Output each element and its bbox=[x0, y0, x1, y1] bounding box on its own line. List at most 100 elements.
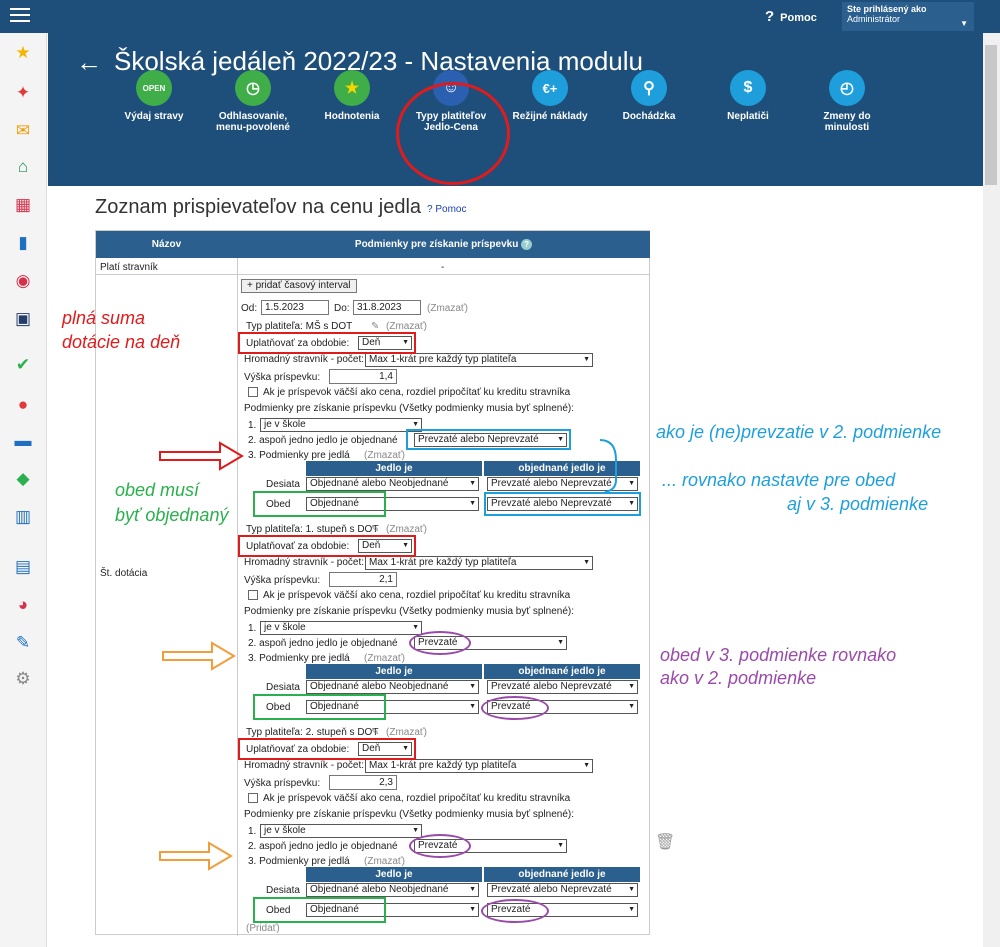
open-book-icon[interactable]: ▤ bbox=[14, 557, 32, 576]
condition-2-select[interactable]: Prevzaté alebo Neprevzaté bbox=[414, 433, 567, 447]
credit-checkbox[interactable] bbox=[248, 387, 258, 397]
help-link[interactable]: ?Pomoc bbox=[765, 8, 817, 25]
payer-type-label: Typ platiteľa: 2. stupeň s DOT bbox=[246, 727, 379, 738]
amount-input[interactable]: 1,4 bbox=[329, 369, 397, 384]
highlight-box bbox=[238, 332, 416, 354]
row-name: Št. dotácia bbox=[100, 568, 148, 579]
edit-icon[interactable]: ✎ bbox=[371, 727, 380, 738]
schedule-icon[interactable]: ▣ bbox=[14, 309, 32, 328]
module-rezijne-naklady[interactable]: €+Režijné náklady bbox=[495, 70, 605, 122]
lunch-select[interactable]: Objednané bbox=[306, 903, 479, 917]
col-name-header: Názov bbox=[96, 231, 237, 258]
edit-icon[interactable]: ✎ bbox=[371, 524, 380, 535]
edit-icon[interactable]: ✎ bbox=[371, 321, 380, 332]
info-icon[interactable]: ? bbox=[521, 239, 533, 250]
hamburger-menu-icon[interactable] bbox=[10, 8, 30, 24]
list-title: Zoznam prispievateľov na cenu jedla bbox=[95, 196, 422, 218]
period-select[interactable]: Deň bbox=[358, 539, 412, 553]
gear-icon[interactable]: ⚙ bbox=[15, 669, 31, 688]
lunch-select[interactable]: Objednané bbox=[306, 497, 479, 511]
calendar-icon[interactable]: ▦ bbox=[14, 195, 32, 214]
bulk-diner-select[interactable]: Max 1-krát pre každý typ platiteľa bbox=[365, 353, 593, 367]
snack-ordered-select[interactable]: Prevzaté alebo Neprevzaté bbox=[487, 680, 638, 694]
module-neplatici[interactable]: $Neplatiči bbox=[693, 70, 803, 122]
user-icon[interactable]: ◉ bbox=[15, 271, 31, 290]
period-select[interactable]: Deň bbox=[358, 742, 412, 756]
module-dochadzka[interactable]: ⚲Dochádzka bbox=[594, 70, 704, 122]
briefcase-icon[interactable]: ▬ bbox=[14, 431, 32, 450]
highlight-box bbox=[406, 429, 571, 450]
chart-icon[interactable]: ● bbox=[17, 395, 29, 414]
book-icon[interactable]: ▮ bbox=[18, 233, 28, 252]
bar-chart-icon[interactable]: ▥ bbox=[14, 507, 32, 526]
contributors-table: Názov Podmienky pre získanie príspevku ?… bbox=[95, 230, 650, 936]
date-from-input[interactable]: 1.5.2023 bbox=[261, 300, 329, 315]
highlight-box bbox=[253, 694, 386, 720]
snack-select[interactable]: Objednané alebo Neobjednané bbox=[306, 883, 479, 897]
delete-interval-link[interactable]: (Zmazať) bbox=[427, 303, 468, 314]
open-sign-icon: OPEN bbox=[136, 70, 172, 106]
magic-wand-icon[interactable]: ✦ bbox=[15, 83, 31, 102]
bulk-diner-select[interactable]: Max 1-krát pre každý typ platiteľa bbox=[365, 759, 593, 773]
highlight-ellipse bbox=[481, 899, 549, 923]
bulk-diner-select[interactable]: Max 1-krát pre každý typ platiteľa bbox=[365, 556, 593, 570]
mail-icon[interactable]: ✉ bbox=[15, 121, 31, 140]
period-select[interactable]: Deň bbox=[358, 336, 412, 350]
highlight-ellipse bbox=[409, 631, 471, 655]
scrollbar-thumb[interactable] bbox=[985, 45, 997, 185]
shield-icon[interactable]: ◆ bbox=[16, 469, 30, 488]
back-arrow-icon[interactable]: ← bbox=[76, 47, 102, 77]
help-icon: ? bbox=[765, 8, 775, 25]
condition-1-select[interactable]: je v škole bbox=[260, 418, 422, 432]
date-to-input[interactable]: 31.8.2023 bbox=[353, 300, 421, 315]
snack-ordered-select[interactable]: Prevzaté alebo Neprevzaté bbox=[487, 883, 638, 897]
module-odhlasovanie[interactable]: ◷Odhlasovanie,menu-povolené bbox=[198, 70, 308, 133]
add-interval-button[interactable]: + pridať časový interval bbox=[241, 279, 357, 293]
highlight-circle bbox=[396, 82, 510, 185]
highlight-ellipse bbox=[409, 834, 471, 858]
snack-select[interactable]: Objednané alebo Neobjednané bbox=[306, 477, 479, 491]
credit-checkbox[interactable] bbox=[248, 793, 258, 803]
add-link[interactable]: (Pridať) bbox=[246, 923, 280, 934]
amount-input[interactable]: 2,3 bbox=[329, 775, 397, 790]
payer-type-label: Typ platiteľa: 1. stupeň s DOT bbox=[246, 524, 379, 535]
walking-person-icon: ⚲ bbox=[631, 70, 667, 106]
scrollbar[interactable] bbox=[983, 33, 1000, 947]
snack-select[interactable]: Objednané alebo Neobjednané bbox=[306, 680, 479, 694]
highlight-box bbox=[238, 738, 416, 760]
module-hodnotenia[interactable]: ★Hodnotenia bbox=[297, 70, 407, 122]
highlight-box bbox=[238, 535, 416, 557]
highlight-ellipse bbox=[481, 696, 549, 720]
chevron-down-icon: ▼ bbox=[960, 19, 968, 28]
chat-icon[interactable]: ◕ bbox=[17, 595, 29, 614]
credit-checkbox[interactable] bbox=[248, 590, 258, 600]
col-cond-header: Podmienky pre získanie príspevku ? bbox=[237, 231, 650, 258]
clock-icon: ◷ bbox=[235, 70, 271, 106]
sidebar: ★ ✦ ✉ ⌂ ▦ ▮ ◉ ▣ ✔ ● ▬ ◆ ▥ ▤ ◕ ✎ ⚙ bbox=[0, 33, 47, 947]
star-icon[interactable]: ★ bbox=[15, 43, 31, 62]
lunch-ordered-select[interactable]: Prevzaté alebo Neprevzaté bbox=[487, 497, 638, 511]
snack-ordered-select[interactable]: Prevzaté alebo Neprevzaté bbox=[487, 477, 638, 491]
alarm-clock-icon: ◴ bbox=[829, 70, 865, 106]
amount-input[interactable]: 2,1 bbox=[329, 572, 397, 587]
list-help-link[interactable]: ? Pomoc bbox=[427, 204, 467, 215]
home-icon[interactable]: ⌂ bbox=[17, 157, 29, 176]
trash-icon[interactable]: 🗑 bbox=[655, 834, 676, 851]
delete-link[interactable]: (Zmazať) bbox=[386, 727, 427, 738]
row-name: Platí stravník bbox=[100, 262, 158, 273]
check-icon[interactable]: ✔ bbox=[15, 355, 31, 374]
lunch-select[interactable]: Objednané bbox=[306, 700, 479, 714]
delete-link[interactable]: (Zmazať) bbox=[386, 524, 427, 535]
condition-1-select[interactable]: je v škole bbox=[260, 824, 422, 838]
condition-1-select[interactable]: je v škole bbox=[260, 621, 422, 635]
euro-plus-icon: €+ bbox=[532, 70, 568, 106]
pen-icon[interactable]: ✎ bbox=[15, 633, 31, 652]
module-header: ← Školská jedáleň 2022/23 - Nastavenia m… bbox=[48, 33, 983, 186]
highlight-box bbox=[484, 492, 641, 516]
delete-link[interactable]: (Zmazať) bbox=[386, 321, 427, 332]
payer-type-label: Typ platiteľa: MŠ s DOT bbox=[246, 321, 353, 332]
